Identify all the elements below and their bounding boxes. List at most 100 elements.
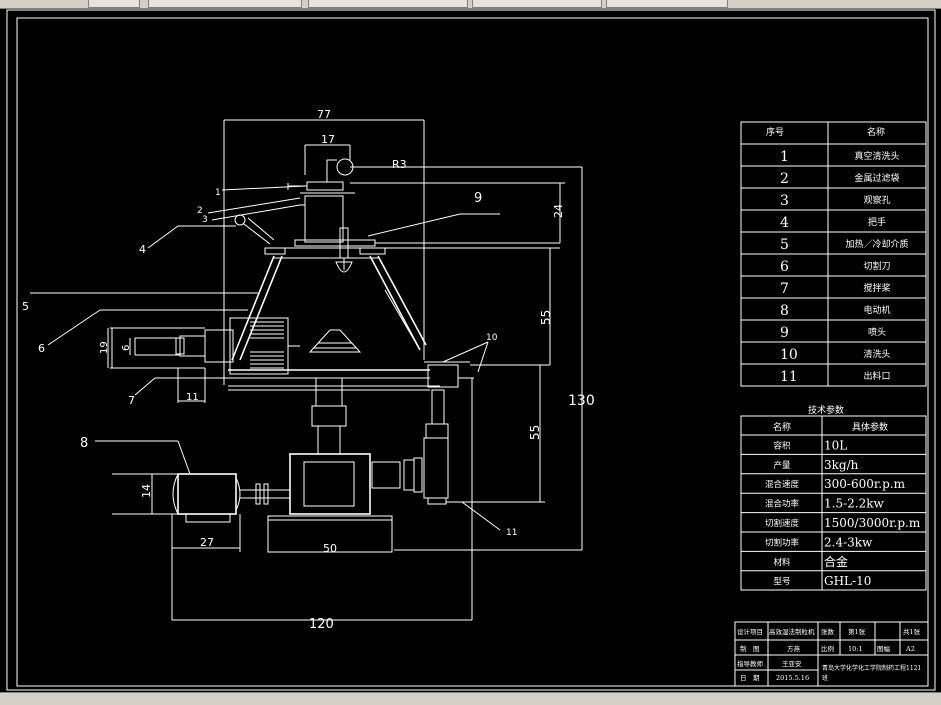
title-block: 设计项目 高效湿法制粒机 张数 第1张 共1张 制 图 方燕 比例 10:1 图… bbox=[734, 621, 929, 687]
toolbar-dropdown[interactable] bbox=[606, 0, 728, 8]
toolbar-dropdown[interactable] bbox=[308, 0, 468, 8]
callout-6: 6 bbox=[38, 342, 45, 355]
parts-row-name: 搅拌桨 bbox=[863, 282, 890, 294]
parts-row-name: 金属过滤袋 bbox=[854, 172, 899, 184]
tech-row-key: 型号 bbox=[773, 577, 790, 587]
tech-header-v: 具体参数 bbox=[852, 421, 888, 433]
tb-scale: 比例 bbox=[821, 644, 834, 653]
tech-row-value: 2.4-3kw bbox=[824, 535, 873, 549]
parts-row-name: 切割刀 bbox=[863, 260, 890, 272]
parts-row-no: 10 bbox=[780, 347, 798, 363]
tb-school-2: 班 bbox=[822, 674, 828, 682]
parts-row-no: 1 bbox=[780, 149, 789, 165]
dim-55-lower: 55 bbox=[528, 425, 542, 440]
parts-header-no: 序号 bbox=[766, 126, 784, 138]
dim-27: 27 bbox=[200, 536, 214, 549]
machine-drawing bbox=[30, 119, 583, 621]
tb-drawing-no: 图幅 bbox=[877, 644, 891, 653]
callout-numbers: 1 2 3 4 5 6 7 8 9 10 11 bbox=[22, 188, 517, 538]
callout-5: 5 bbox=[22, 300, 29, 313]
tech-row-value: 1500/3000r.p.m bbox=[824, 516, 921, 530]
dim-50: 50 bbox=[323, 542, 337, 555]
tech-row-key: 容积 bbox=[773, 440, 791, 451]
tb-instructor: 指导教师 bbox=[737, 659, 764, 668]
tb-sheet-of: 第1张 bbox=[848, 627, 866, 636]
parts-row-name: 观察孔 bbox=[863, 194, 890, 206]
tb-draw-name: 方燕 bbox=[787, 644, 801, 653]
parts-row-no: 5 bbox=[780, 237, 789, 253]
dim-130: 130 bbox=[568, 393, 595, 409]
parts-row-name: 电动机 bbox=[863, 304, 890, 316]
tb-drawing-val: A2 bbox=[905, 645, 915, 653]
callout-2: 2 bbox=[197, 206, 203, 216]
parts-row-name: 加热／冷却介质 bbox=[845, 238, 908, 250]
inner-frame bbox=[16, 17, 929, 687]
status-strip bbox=[0, 692, 941, 705]
dim-24: 24 bbox=[552, 204, 565, 218]
tb-draw: 制 图 bbox=[740, 644, 760, 653]
toolbar-button[interactable] bbox=[88, 0, 140, 8]
tb-sheets: 张数 bbox=[821, 627, 835, 636]
tech-row-key: 产量 bbox=[773, 460, 791, 471]
tech-row-key: 切割速度 bbox=[765, 518, 800, 529]
tb-date: 日 期 bbox=[740, 674, 760, 682]
callout-9: 9 bbox=[474, 191, 482, 206]
callout-7: 7 bbox=[128, 394, 135, 407]
dim-120: 120 bbox=[309, 617, 334, 632]
callout-4: 4 bbox=[139, 243, 146, 256]
tb-design-item: 设计项目 bbox=[737, 627, 763, 636]
parts-row-no: 4 bbox=[780, 215, 789, 231]
tech-row-key: 材料 bbox=[773, 557, 791, 568]
dim-55-upper: 55 bbox=[539, 310, 553, 325]
outer-frame bbox=[6, 9, 936, 691]
parts-row-name: 出料口 bbox=[863, 370, 890, 382]
dim-77: 77 bbox=[317, 108, 331, 121]
callout-8: 8 bbox=[80, 436, 88, 451]
toolbar-dropdown[interactable] bbox=[472, 0, 602, 8]
parts-row-no: 7 bbox=[780, 281, 789, 297]
parts-row-no: 2 bbox=[780, 171, 789, 187]
tb-school: 青岛大学化学化工学院制药工程1121 bbox=[822, 664, 921, 672]
callout-10: 10 bbox=[486, 333, 498, 343]
tech-row-value: 合金 bbox=[824, 554, 848, 569]
dim-r3: R3 bbox=[392, 158, 407, 171]
callout-11: 11 bbox=[506, 528, 517, 538]
tb-date-val: 2015.5.16 bbox=[776, 674, 809, 682]
parts-header-name: 名称 bbox=[867, 126, 885, 138]
parts-row-name: 真空清洗头 bbox=[854, 150, 899, 162]
tb-total: 共1张 bbox=[903, 627, 921, 636]
tech-row-value: 10L bbox=[824, 438, 847, 452]
tb-design-val: 高效湿法制粒机 bbox=[769, 627, 815, 636]
tech-title: 技术参数 bbox=[808, 404, 844, 416]
tech-header-k: 名称 bbox=[773, 421, 791, 433]
parts-row-name: 喷头 bbox=[868, 327, 886, 338]
parts-row-no: 11 bbox=[780, 369, 798, 385]
dim-11: 11 bbox=[186, 392, 199, 403]
tb-instructor-name: 王亚安 bbox=[782, 659, 802, 668]
tech-row-value: 3kg/h bbox=[824, 458, 859, 472]
callout-3: 3 bbox=[202, 215, 208, 225]
parts-row-no: 9 bbox=[780, 325, 789, 341]
parts-row-name: 清洗头 bbox=[863, 348, 890, 360]
callout-1: 1 bbox=[215, 188, 221, 198]
dim-6: 6 bbox=[121, 345, 132, 351]
tech-row-value: 1.5-2.2kw bbox=[824, 497, 884, 511]
parts-row-no: 6 bbox=[780, 259, 789, 275]
parts-list-table: 1 真空清洗头 2 金属过滤袋 3 观察孔 4 把手 5 加热／冷却介质 6 切割刀 7 搅拌桨 8 电动机 9… bbox=[740, 121, 927, 387]
tech-row-key: 切割功率 bbox=[765, 537, 800, 548]
dim-17: 17 bbox=[321, 133, 335, 146]
tech-row-value: GHL-10 bbox=[824, 574, 871, 588]
tb-scale-val: 10:1 bbox=[848, 645, 863, 653]
toolbar-strip bbox=[0, 0, 941, 9]
tech-row-key: 混合速度 bbox=[765, 479, 800, 490]
tech-row-value: 300-600r.p.m bbox=[824, 477, 906, 491]
parts-row-no: 3 bbox=[780, 193, 789, 209]
dim-19: 19 bbox=[99, 341, 110, 354]
parts-row-no: 8 bbox=[780, 303, 789, 319]
toolbar-dropdown[interactable] bbox=[148, 0, 302, 8]
parts-row-name: 把手 bbox=[868, 216, 886, 228]
dim-14: 14 bbox=[140, 484, 153, 498]
dimension-labels: 77 17 R3 24 55 55 130 19 6 11 14 27 50 1… bbox=[99, 108, 595, 632]
